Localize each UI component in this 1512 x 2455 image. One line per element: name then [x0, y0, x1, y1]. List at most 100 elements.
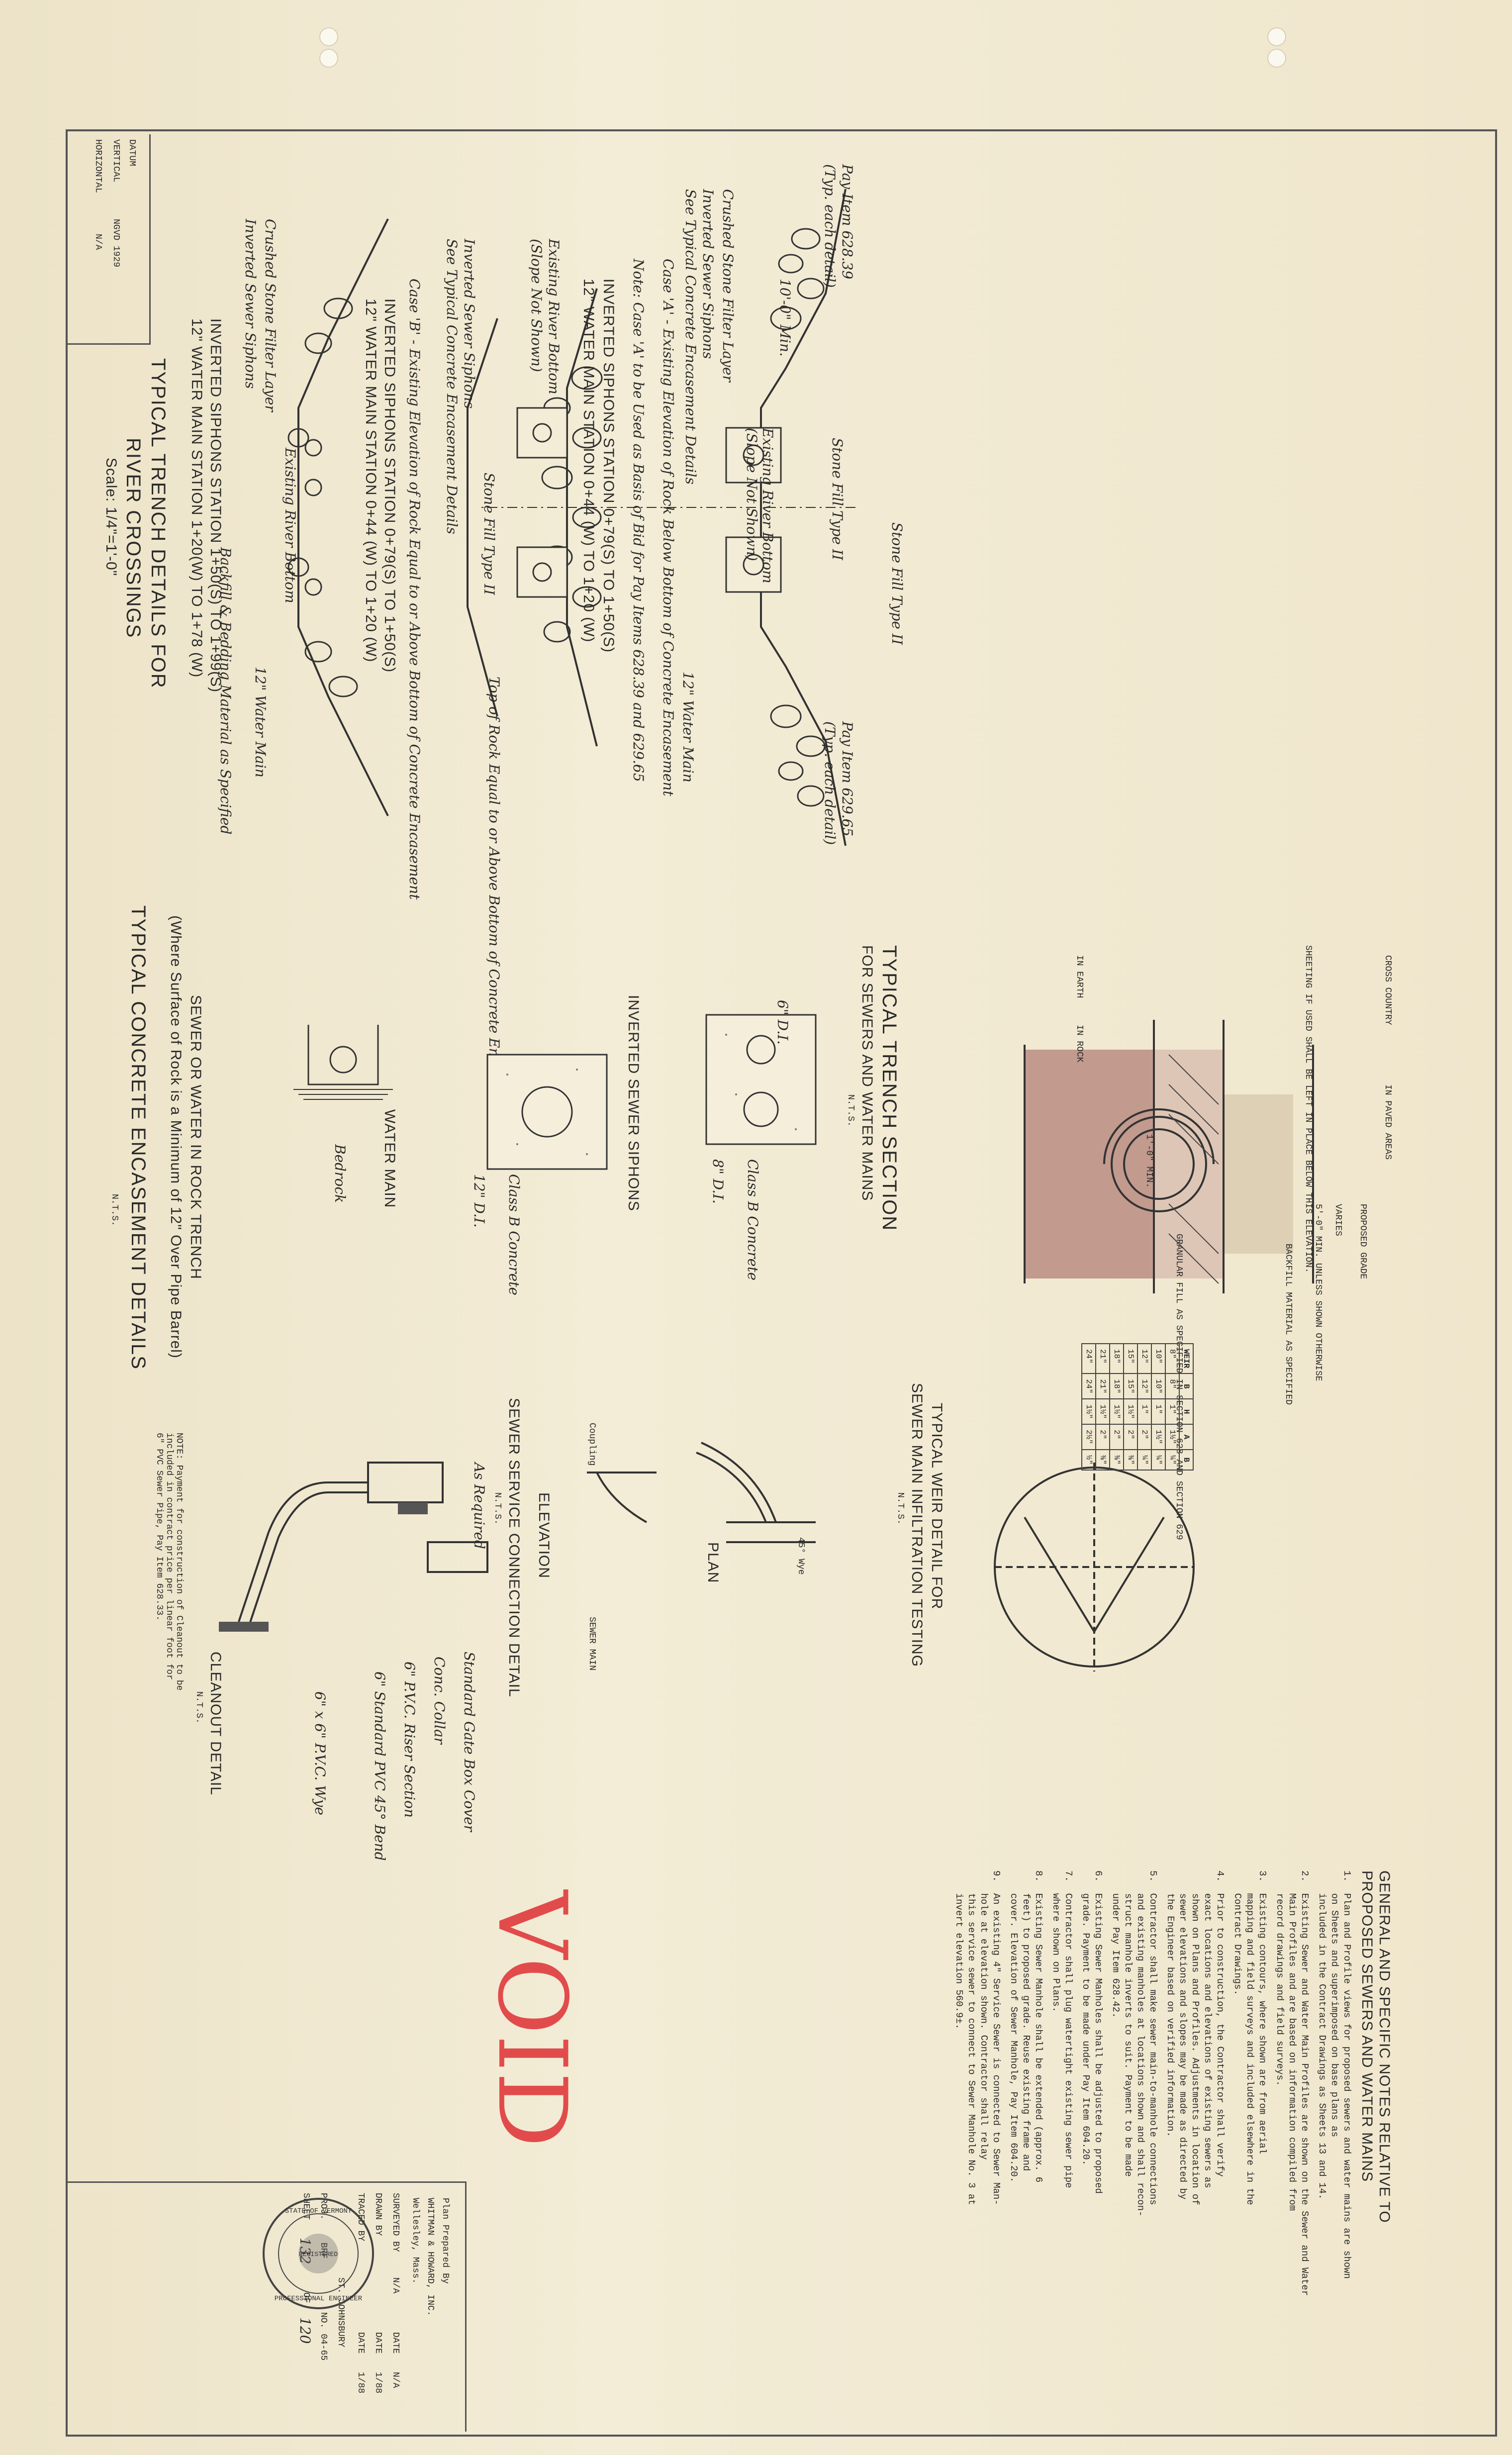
wye-label: 45° Wye [796, 1537, 806, 1575]
weir-subtitle: SEWER MAIN INFILTRATION TESTING [909, 1383, 925, 1668]
note-item: 7. Contractor shall plug watertight exis… [1050, 1870, 1074, 2188]
weir-table-cell: 1" [1165, 1399, 1179, 1425]
trench-width-label: 5'-0" MIN. UNLESS SHOWN OTHERWISE [1313, 1204, 1323, 1381]
weir-detail-drawing [994, 1463, 1195, 1671]
stone-fill-label-3: Stone Fill Type II [481, 473, 497, 595]
weir-table-cell: 24" [1082, 1344, 1096, 1374]
slope-not-shown-label-1: (Slope Not Shown) [744, 428, 760, 561]
sewer-main-label: SEWER MAIN [587, 1617, 597, 1671]
weir-table-row: 24"24"1½"2½"½" [1082, 1344, 1096, 1471]
weir-table-header: H [1179, 1399, 1193, 1425]
trench-section-subtitle: FOR SEWERS AND WATER MAINS [859, 945, 875, 1201]
detail3-caption-1: INVERTED SIPHONS STATION 1+50(S) TO 1+99… [207, 318, 224, 693]
punch-hole [319, 49, 338, 68]
weir-table-row: 18"18"1½"2"⅜" [1110, 1344, 1124, 1471]
weir-table-cell: ⅜" [1096, 1449, 1110, 1471]
weir-table-row: 21"21"1½"2"⅜" [1096, 1344, 1110, 1471]
weir-table-header: WEIR [1179, 1344, 1193, 1374]
weir-table-cell: ¼" [1137, 1449, 1151, 1471]
weir-table-cell: 18" [1110, 1344, 1124, 1374]
water-main-label-3: 12" Water Main [252, 667, 269, 778]
existing-bottom-label-1: Existing River Bottom [759, 428, 776, 584]
weir-title: TYPICAL WEIR DETAIL FOR [929, 1403, 945, 1610]
note-item: 6. Existing Sewer Manholes shall be adju… [1080, 1870, 1104, 2194]
note-item: 9. An existing 4" Service Sewer is conne… [953, 1870, 1002, 2205]
weir-table-cell: ¼" [1165, 1449, 1179, 1471]
punch-hole [319, 27, 338, 46]
note-item: 4. Prior to construction, the Contractor… [1165, 1870, 1226, 2205]
weir-table-cell: 2" [1096, 1424, 1110, 1450]
sheet-border [66, 129, 1497, 2437]
see-typical-label-2: See Typical Concrete Encasement Details [444, 239, 460, 534]
paved-areas-label: IN PAVED AREAS [1383, 1084, 1393, 1160]
pay-item-left: Pay Item 628.39 [839, 164, 855, 280]
weir-table-cell: 12" [1137, 1374, 1151, 1399]
firm-name: WHITMAN & HOWARD, INC. [425, 2198, 435, 2316]
note-item: 5. Contractor shall make sewer main-to-m… [1110, 1870, 1158, 2217]
weir-table-row: 15"15"1½"2"⅜" [1124, 1344, 1137, 1471]
sheet-total: 120 [297, 2317, 313, 2344]
service-elevation-label: ELEVATION [536, 1492, 552, 1578]
od-8-label: 8" D.I. [710, 1159, 726, 1204]
datum-box: DATUM VERTICAL NGVD 1929 HORIZONTAL N/A [67, 134, 151, 345]
river-crossing-details [287, 189, 855, 846]
od-6-label: 6" D.I. [774, 1000, 791, 1045]
weir-table-header: A [1179, 1424, 1193, 1450]
weir-table-cell: ⅜" [1110, 1449, 1124, 1471]
cleanout-nts: N.T.S. [194, 1691, 204, 1724]
concrete-encasement-nts: N.T.S. [109, 1194, 119, 1226]
void-mark: VOID [477, 1890, 587, 2148]
note-item: 1. Plan and Profile views for proposed s… [1317, 1870, 1352, 2279]
weir-table-cell: 10" [1151, 1374, 1165, 1399]
surveyed-date: N/A [390, 2372, 400, 2388]
project-no: NO. 04-65 [318, 2312, 328, 2361]
weir-table-cell: 1" [1151, 1399, 1165, 1425]
stone-fill-label-1: Stone Fill Type II [829, 438, 846, 560]
rock-trench-subtitle: (Where Surface of Rock is a Minimum of 1… [168, 915, 184, 1359]
notes-heading-2: PROPOSED SEWERS AND WATER MAINS [1359, 1870, 1375, 2182]
weir-table-cell: 8" [1165, 1344, 1179, 1374]
stamp-mid: REGISTERED [299, 2251, 338, 2258]
weir-table-cell: 1½" [1165, 1424, 1179, 1450]
weir-table-cell: 1½" [1096, 1399, 1110, 1425]
trench-section-nts: N.T.S. [846, 1094, 855, 1127]
coupling-label: Coupling [587, 1423, 597, 1466]
detail2-caption-1: INVERTED SIPHONS STATION 0+79(S) TO 1+50… [381, 298, 398, 673]
min-10-label-1: 10'-0" Min. [777, 279, 793, 357]
slope-not-shown-label-2: (Slope Not Shown) [528, 239, 545, 372]
weir-table-cell: ¼" [1151, 1449, 1165, 1471]
stone-fill-label-2: Stone Fill Type II [889, 522, 905, 645]
weir-table-cell: 10" [1151, 1344, 1165, 1374]
weir-table-cell: 1½" [1082, 1399, 1096, 1425]
weir-table-cell: 2½" [1082, 1424, 1096, 1450]
varies-label: VARIES [1333, 1204, 1343, 1236]
weir-table-cell: ½" [1082, 1449, 1096, 1471]
backfill-label: BACKFILL MATERIAL AS SPECIFIED [1283, 1244, 1293, 1405]
weir-table-cell: 15" [1124, 1374, 1137, 1399]
surveyed-by-label: SURVEYED BY [390, 2193, 400, 2252]
note-item: 3. Existing contours, where shown are fr… [1232, 1870, 1268, 2205]
drawn-date-label: DATE [373, 2332, 383, 2354]
punch-hole [1267, 49, 1286, 68]
note-item: 2. Existing Sewer and Water Main Profile… [1274, 1870, 1310, 2296]
cleanout-note: NOTE: Payment for construction of Cleano… [154, 1433, 184, 1691]
weir-table-row: 8"8"1"1½"¼" [1165, 1344, 1179, 1471]
engineer-stamp: STATE OF VERMONT PROFESSIONAL ENGINEER R… [263, 2198, 374, 2309]
inverted-siphons-label-3: Inverted Sewer Siphons [242, 219, 259, 389]
detail1-caption-2: 12" WATER MAIN STATION 0+44 (W) TO 1+20 … [580, 279, 597, 643]
title-block: Plan Prepared By WHITMAN & HOWARD, INC. … [67, 2181, 467, 2432]
cleanout-title: CLEANOUT DETAIL [207, 1652, 224, 1795]
pay-item-right-typ: (Typ. each detail) [822, 721, 838, 845]
weir-table-cell: 8" [1165, 1374, 1179, 1399]
datum-horizontal-label: HORIZONTAL [93, 139, 103, 194]
service-connection-drawing [587, 1442, 816, 1543]
case-a-label: Case 'A' - Existing Elevation of Rock Be… [660, 259, 676, 796]
riser-label: 6" P.V.C. Riser Section [401, 1662, 418, 1818]
service-plan-label: PLAN [705, 1542, 721, 1583]
water-main-label-1: 12" Water Main [680, 672, 696, 783]
weir-table-cell: 1½" [1151, 1424, 1165, 1450]
trench-section-drawing [1024, 1020, 1314, 1293]
trench-section-title: TYPICAL TRENCH SECTION [878, 945, 900, 1232]
weir-table-cell: 2" [1124, 1424, 1137, 1450]
